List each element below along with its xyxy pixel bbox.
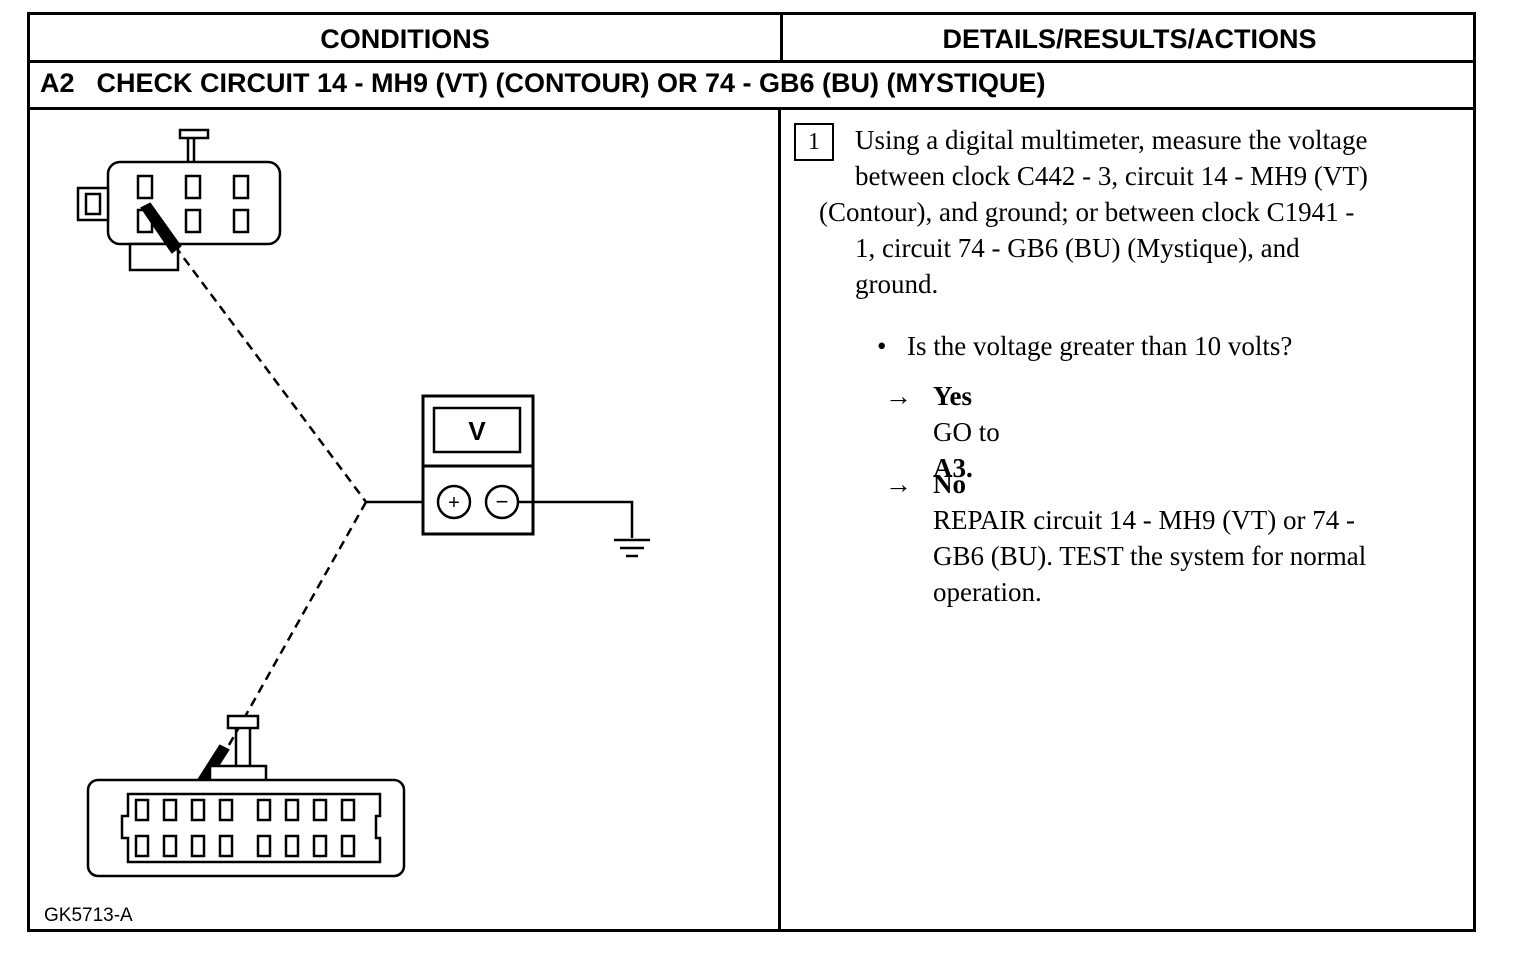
arrow-right-icon: → [885,469,912,499]
plus-terminal: + [448,492,460,514]
column-divider [780,15,783,60]
question-item: • Is the voltage greater than 10 volts? [877,328,1292,364]
ground-lead [518,500,634,538]
column-divider [778,110,781,932]
question-text: Is the voltage greater than 10 volts? [907,331,1293,361]
no-action: REPAIR circuit 14 - MH9 (VT) or 74 - GB6… [933,502,1453,610]
probe-lead-top [146,209,368,503]
yes-label: Yes [933,381,972,411]
step-title-text: CHECK CIRCUIT 14 - MH9 (VT) (CONTOUR) OR… [96,68,1046,98]
figure-id: GK5713-A [44,905,133,926]
instruction-line: Using a digital multimeter, measure the … [855,125,1368,155]
instruction-line: ground. [855,269,939,299]
wiring-diagram-svg: V + − [76,128,650,878]
wiring-diagram: V + − GK5713-A [30,110,778,932]
top-connector [76,128,282,272]
no-action-line: GB6 (BU). TEST the system for normal [933,541,1367,571]
probe-tip-top [140,202,182,254]
instruction-text: Using a digital multimeter, measure the … [819,122,1470,302]
step-title-row: A2 CHECK CIRCUIT 14 - MH9 (VT) (CONTOUR) … [30,63,1473,110]
instruction-line: between clock C442 - 3, circuit 14 - MH9… [855,161,1368,191]
no-label: No [933,469,966,499]
bullet-icon: • [877,331,887,361]
arrow-right-icon: → [885,381,912,411]
no-action-line: operation. [933,577,1042,607]
step-title: A2 CHECK CIRCUIT 14 - MH9 (VT) (CONTOUR) … [40,63,1046,103]
meter-label: V [468,416,486,446]
conditions-header: CONDITIONS [320,24,490,54]
bottom-connector [86,714,406,878]
yes-action: GO to A3. [933,414,1453,486]
no-action-line: REPAIR circuit 14 - MH9 (VT) or 74 - [933,505,1355,535]
step-id: A2 [40,68,75,98]
yes-action-prefix: GO to [933,417,1000,447]
details-panel: 1 Using a digital multimeter, measure th… [781,110,1476,932]
ground-symbol-icon [614,538,650,558]
instruction-line: (Contour), and ground; or between clock … [819,197,1355,227]
details-header: DETAILS/RESULTS/ACTIONS [942,24,1317,54]
table-header-row: CONDITIONS DETAILS/RESULTS/ACTIONS [30,15,1473,63]
instruction-line: 1, circuit 74 - GB6 (BU) (Mystique), and [855,233,1300,263]
diagnostic-table: CONDITIONS DETAILS/RESULTS/ACTIONS A2 CHE… [27,12,1476,932]
multimeter [421,394,535,536]
minus-terminal: − [496,489,509,514]
step-number-box: 1 [794,123,834,161]
yes-action-target: A3. [933,453,973,483]
